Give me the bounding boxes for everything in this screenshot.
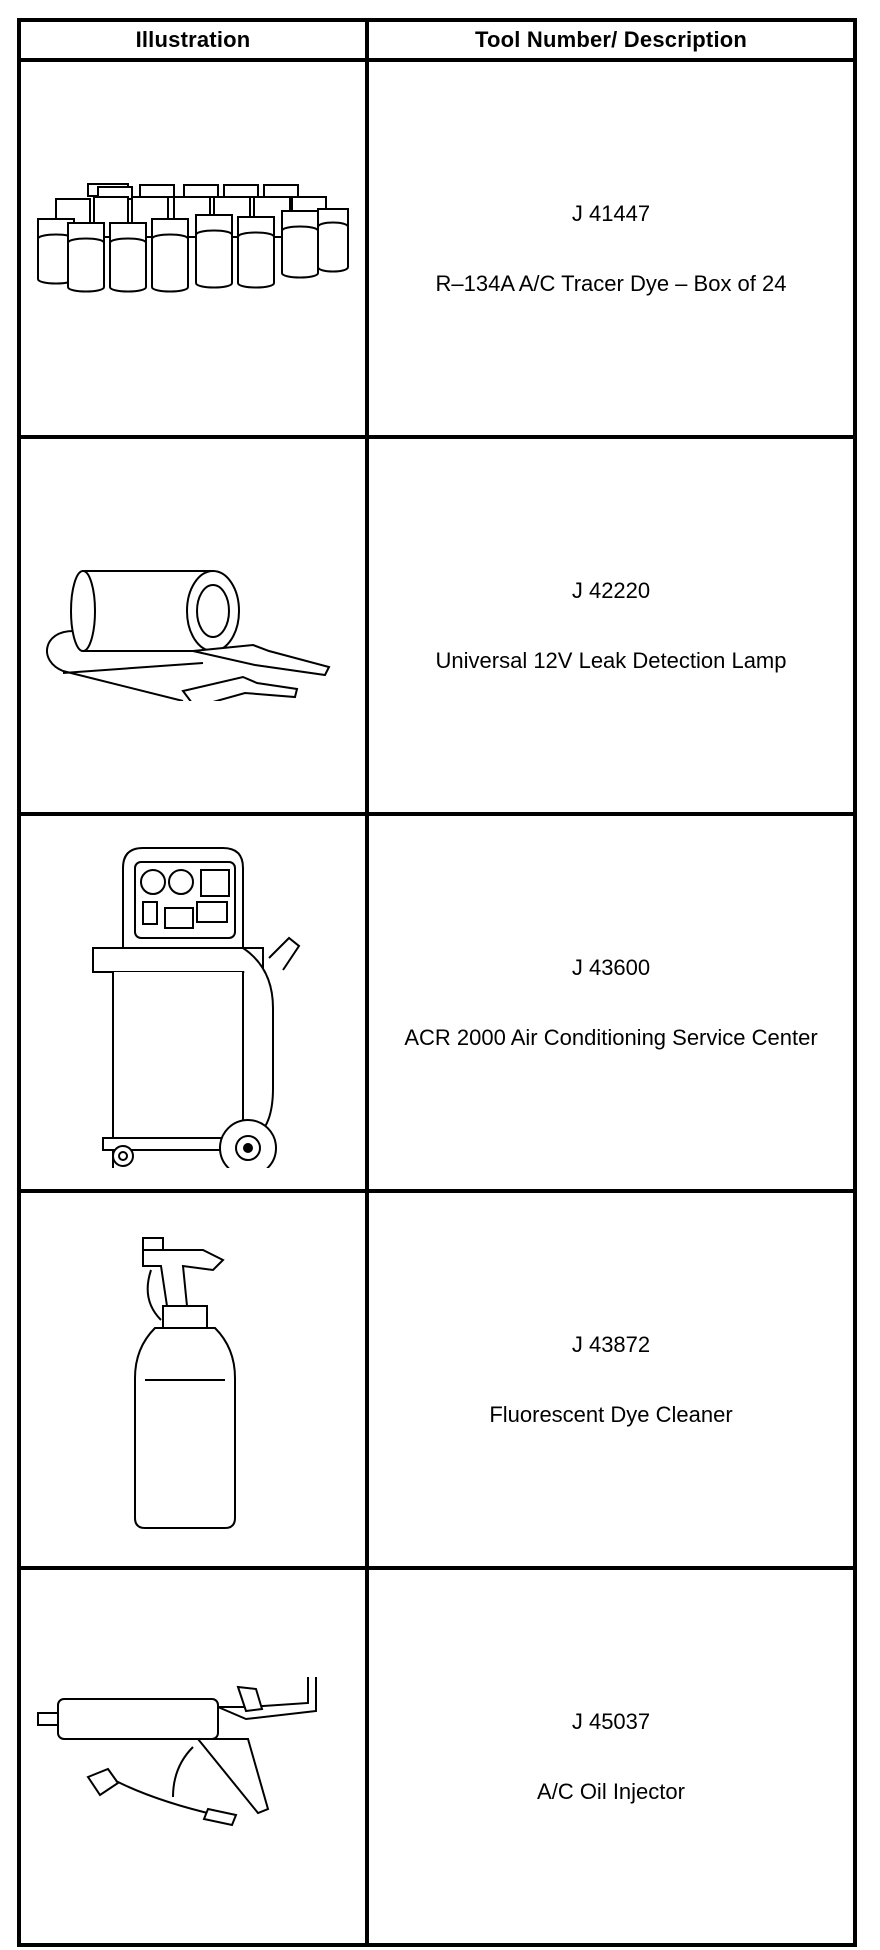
table-row: J 45037 A/C Oil Injector: [17, 1566, 857, 1947]
tool-number: J 42220: [571, 577, 651, 603]
tool-cell: J 41447 R–134A A/C Tracer Dye – Box of 2…: [365, 58, 857, 439]
table-header-row: Illustration Tool Number/ Description: [17, 18, 857, 62]
tool-description: Universal 12V Leak Detection Lamp: [435, 647, 787, 673]
illustration-cell: [17, 812, 369, 1193]
tool-cell: J 42220 Universal 12V Leak Detection Lam…: [365, 435, 857, 816]
dye-bottles-icon: [28, 179, 358, 319]
tool-number: J 43600: [571, 954, 651, 980]
tool-number: J 43872: [571, 1331, 651, 1357]
table-row: J 41447 R–134A A/C Tracer Dye – Box of 2…: [17, 58, 857, 439]
tool-description: ACR 2000 Air Conditioning Service Center: [404, 1024, 818, 1050]
tool-number: J 41447: [571, 200, 651, 226]
table-row: J 42220 Universal 12V Leak Detection Lam…: [17, 435, 857, 816]
tool-cell: J 43600 ACR 2000 Air Conditioning Servic…: [365, 812, 857, 1193]
spray-bottle-icon: [123, 1230, 263, 1530]
tool-description: A/C Oil Injector: [537, 1778, 685, 1804]
tool-description: R–134A A/C Tracer Dye – Box of 24: [435, 270, 787, 296]
tool-table: Illustration Tool Number/ Description: [17, 18, 857, 1947]
illustration-cell: [17, 1189, 369, 1570]
table-row: J 43872 Fluorescent Dye Cleaner: [17, 1189, 857, 1570]
table-row: J 43600 ACR 2000 Air Conditioning Servic…: [17, 812, 857, 1193]
service-cart-icon: [73, 838, 313, 1168]
illustration-cell: [17, 58, 369, 439]
tool-cell: J 45037 A/C Oil Injector: [365, 1566, 857, 1947]
illustration-cell: [17, 435, 369, 816]
illustration-cell: [17, 1566, 369, 1947]
tool-number: J 45037: [571, 1708, 651, 1734]
header-illustration: Illustration: [17, 18, 369, 62]
oil-injector-icon: [28, 1676, 358, 1837]
leak-lamp-icon: [33, 551, 353, 701]
header-tool-description: Tool Number/ Description: [365, 18, 857, 62]
tool-description: Fluorescent Dye Cleaner: [489, 1401, 733, 1427]
tool-cell: J 43872 Fluorescent Dye Cleaner: [365, 1189, 857, 1570]
